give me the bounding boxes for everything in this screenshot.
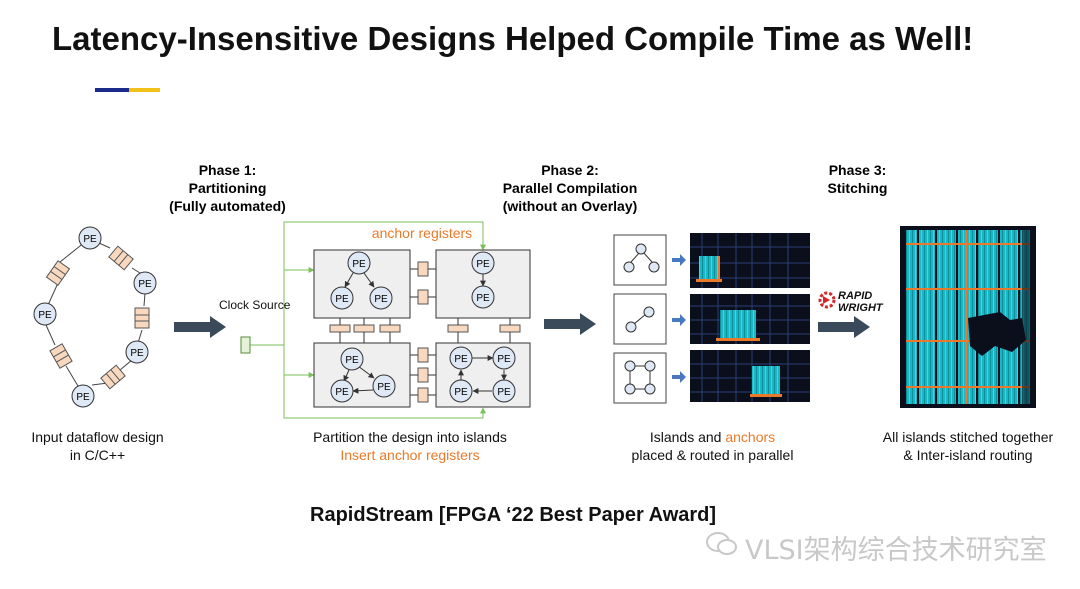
caption-islands: Islands and anchors placed & routed in p… <box>615 428 810 464</box>
anchor-register-group <box>329 261 521 403</box>
phase-1-number: Phase 1: <box>198 162 257 178</box>
svg-text:PE: PE <box>476 293 490 304</box>
fpga-layout-island-3 <box>690 350 810 402</box>
clock-wires <box>250 221 486 419</box>
phase-1-heading: Phase 1: Partitioning (Fully automated) <box>140 161 315 215</box>
phase-arrow-icon <box>174 316 226 338</box>
svg-text:PE: PE <box>335 294 349 305</box>
svg-text:PE: PE <box>454 354 468 365</box>
pe-node: PE <box>78 226 102 250</box>
svg-text:PE: PE <box>335 387 349 398</box>
pe-node: PE <box>492 346 516 370</box>
svg-text:RAPID: RAPID <box>838 290 872 302</box>
anchor-registers-label: anchor registers <box>372 225 472 241</box>
phase-2-number: Phase 2: <box>541 162 599 178</box>
wechat-icon <box>705 530 739 558</box>
svg-text:PE: PE <box>476 259 490 270</box>
svg-text:PE: PE <box>454 387 468 398</box>
pe-node: PE <box>340 347 364 371</box>
island-bottom-right <box>435 342 531 408</box>
pe-node: PE <box>125 340 149 364</box>
pe-node: PE <box>71 384 95 408</box>
dataflow-registers <box>45 245 150 390</box>
caption-input-line1: Input dataflow design <box>31 429 164 445</box>
caption-stitch: All islands stitched together & Inter-is… <box>870 428 1066 464</box>
title-underline-blue <box>95 88 129 92</box>
island-graph-thumbnail <box>613 352 667 404</box>
clock-source-label: Clock Source <box>219 298 291 312</box>
svg-text:PE: PE <box>352 259 366 270</box>
svg-text:PE: PE <box>345 355 359 366</box>
phase-arrow-icon <box>818 316 870 338</box>
pe-node: PE <box>492 379 516 403</box>
caption-partition: Partition the design into islands Insert… <box>300 428 520 464</box>
pe-node: PE <box>330 286 354 310</box>
pe-node: PE <box>133 271 157 295</box>
phase-3-number: Phase 3: <box>828 162 887 178</box>
svg-text:PE: PE <box>83 234 97 245</box>
caption-partition-line1: Partition the design into islands <box>313 429 507 445</box>
svg-text:PE: PE <box>138 279 152 290</box>
caption-input-line2: in C/C++ <box>69 447 126 463</box>
pe-node: PE <box>347 251 371 275</box>
phase-3-name: Stitching <box>827 180 888 196</box>
pe-node: PE <box>372 374 396 398</box>
page-title: Latency-Insensitive Designs Helped Compi… <box>52 20 974 57</box>
caption-stitch-line2: & Inter-island routing <box>903 447 1033 463</box>
pe-node: PE <box>471 285 495 309</box>
phase-1-name: Partitioning <box>188 180 267 196</box>
pe-node: PE <box>449 346 473 370</box>
fpga-layout-island-2 <box>690 294 810 344</box>
clock-source-register <box>240 336 251 354</box>
partition-diagram: PE PE PE PE PE PE PE PE PE PE PE PE <box>219 221 531 419</box>
phase-arrow-icon <box>544 313 596 335</box>
input-dataflow-graph: PE PE PE PE PE <box>33 226 157 408</box>
svg-text:PE: PE <box>497 354 511 365</box>
svg-text:PE: PE <box>130 348 144 359</box>
caption-stitch-line1: All islands stitched together <box>882 429 1054 445</box>
phase-1-note: (Fully automated) <box>169 198 286 214</box>
paper-reference: RapidStream [FPGA ‘22 Best Paper Award] <box>310 504 717 526</box>
pe-node: PE <box>471 251 495 275</box>
phase-2-name: Parallel Compilation <box>502 180 638 196</box>
phase-3-heading: Phase 3: Stitching <box>800 161 915 197</box>
svg-text:PE: PE <box>377 382 391 393</box>
phase-2-note: (without an Overlay) <box>502 198 638 214</box>
caption-islands-anchors: anchors <box>725 429 776 445</box>
pe-node: PE <box>33 302 57 326</box>
island-bottom-left <box>313 342 411 408</box>
pe-node: PE <box>330 379 354 403</box>
caption-islands-prefix: Islands and <box>649 429 726 445</box>
svg-text:WRIGHT: WRIGHT <box>838 302 884 314</box>
pe-node: PE <box>449 379 473 403</box>
fpga-layout-island-1 <box>690 233 810 288</box>
phase-2-heading: Phase 2: Parallel Compilation (without a… <box>480 161 660 215</box>
caption-partition-line2: Insert anchor registers <box>340 447 480 463</box>
svg-text:PE: PE <box>497 387 511 398</box>
svg-text:PE: PE <box>38 310 52 321</box>
title-underline-yellow <box>129 88 160 92</box>
parallel-compilation <box>613 233 810 404</box>
svg-text:PE: PE <box>76 392 90 403</box>
small-arrow-icons <box>672 254 686 383</box>
pe-node: PE <box>369 286 393 310</box>
caption-input: Input dataflow design in C/C++ <box>30 428 165 464</box>
stitched-fpga-layout <box>900 226 1036 408</box>
island-graph-thumbnail <box>613 234 667 286</box>
rapidwright-logo: RAPID WRIGHT <box>818 290 884 314</box>
watermark-text: VLSI架构综合技术研究室 <box>745 535 1047 566</box>
caption-islands-line2: placed & routed in parallel <box>631 447 794 463</box>
caption-islands-line1: Islands and anchors <box>615 428 810 446</box>
svg-text:PE: PE <box>374 294 388 305</box>
